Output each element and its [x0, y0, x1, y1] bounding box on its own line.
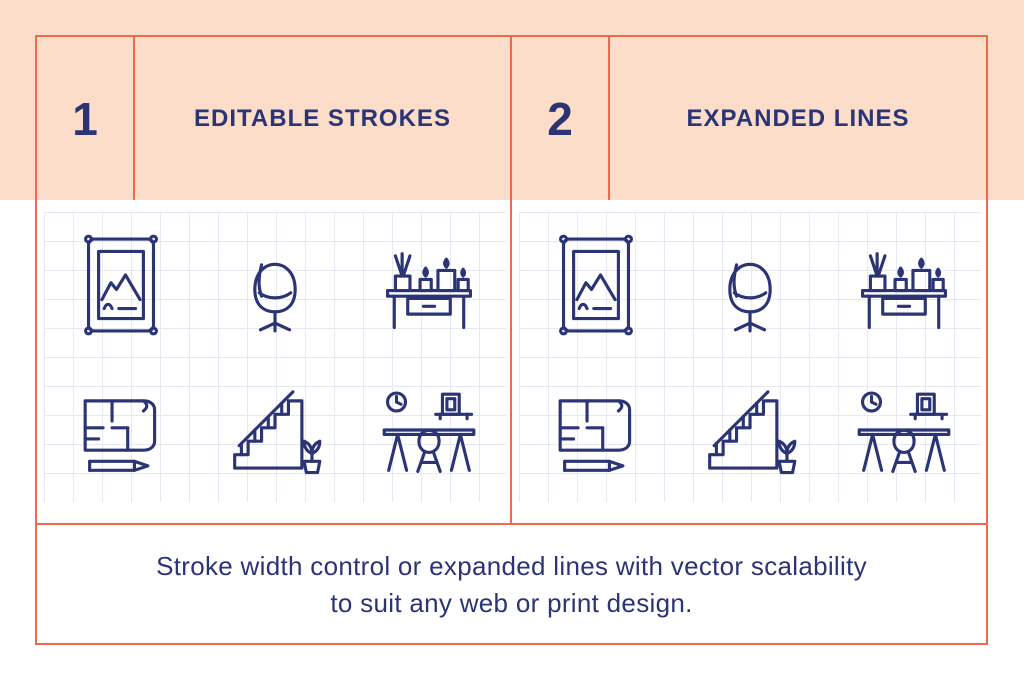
blueprint-icon	[65, 374, 177, 486]
header-divider-1	[133, 37, 135, 200]
editable-strokes-icon-grid	[44, 212, 506, 502]
layout-frame: 1 EDITABLE STROKES 2 EXPANDED LINES Stro…	[35, 35, 988, 645]
header-divider-2	[608, 37, 610, 200]
expanded-lines-icon-grid	[519, 212, 981, 502]
feature-2-title: EXPANDED LINES	[686, 104, 910, 132]
stairs-icon	[694, 374, 806, 486]
header-background	[0, 0, 1024, 200]
egg-chair-icon	[694, 229, 806, 341]
blueprint-icon	[540, 374, 652, 486]
feature-2-number: 2	[547, 92, 573, 145]
picture-frame-icon	[540, 229, 652, 341]
caption-line-1: Stroke width control or expanded lines w…	[156, 551, 867, 581]
caption-line-2: to suit any web or print design.	[330, 588, 693, 618]
feature-1-number: 1	[72, 92, 98, 145]
stairs-icon	[219, 374, 331, 486]
caption-divider	[37, 523, 986, 525]
candle-shelf-icon	[848, 229, 960, 341]
desk-icon	[373, 374, 485, 486]
editable-strokes-panel	[44, 212, 506, 502]
candle-shelf-icon	[373, 229, 485, 341]
column-divider	[510, 37, 512, 523]
caption: Stroke width control or expanded lines w…	[37, 525, 986, 645]
egg-chair-icon	[219, 229, 331, 341]
picture-frame-icon	[65, 229, 177, 341]
desk-icon	[848, 374, 960, 486]
expanded-lines-panel	[519, 212, 981, 502]
feature-1-title: EDITABLE STROKES	[194, 104, 451, 132]
